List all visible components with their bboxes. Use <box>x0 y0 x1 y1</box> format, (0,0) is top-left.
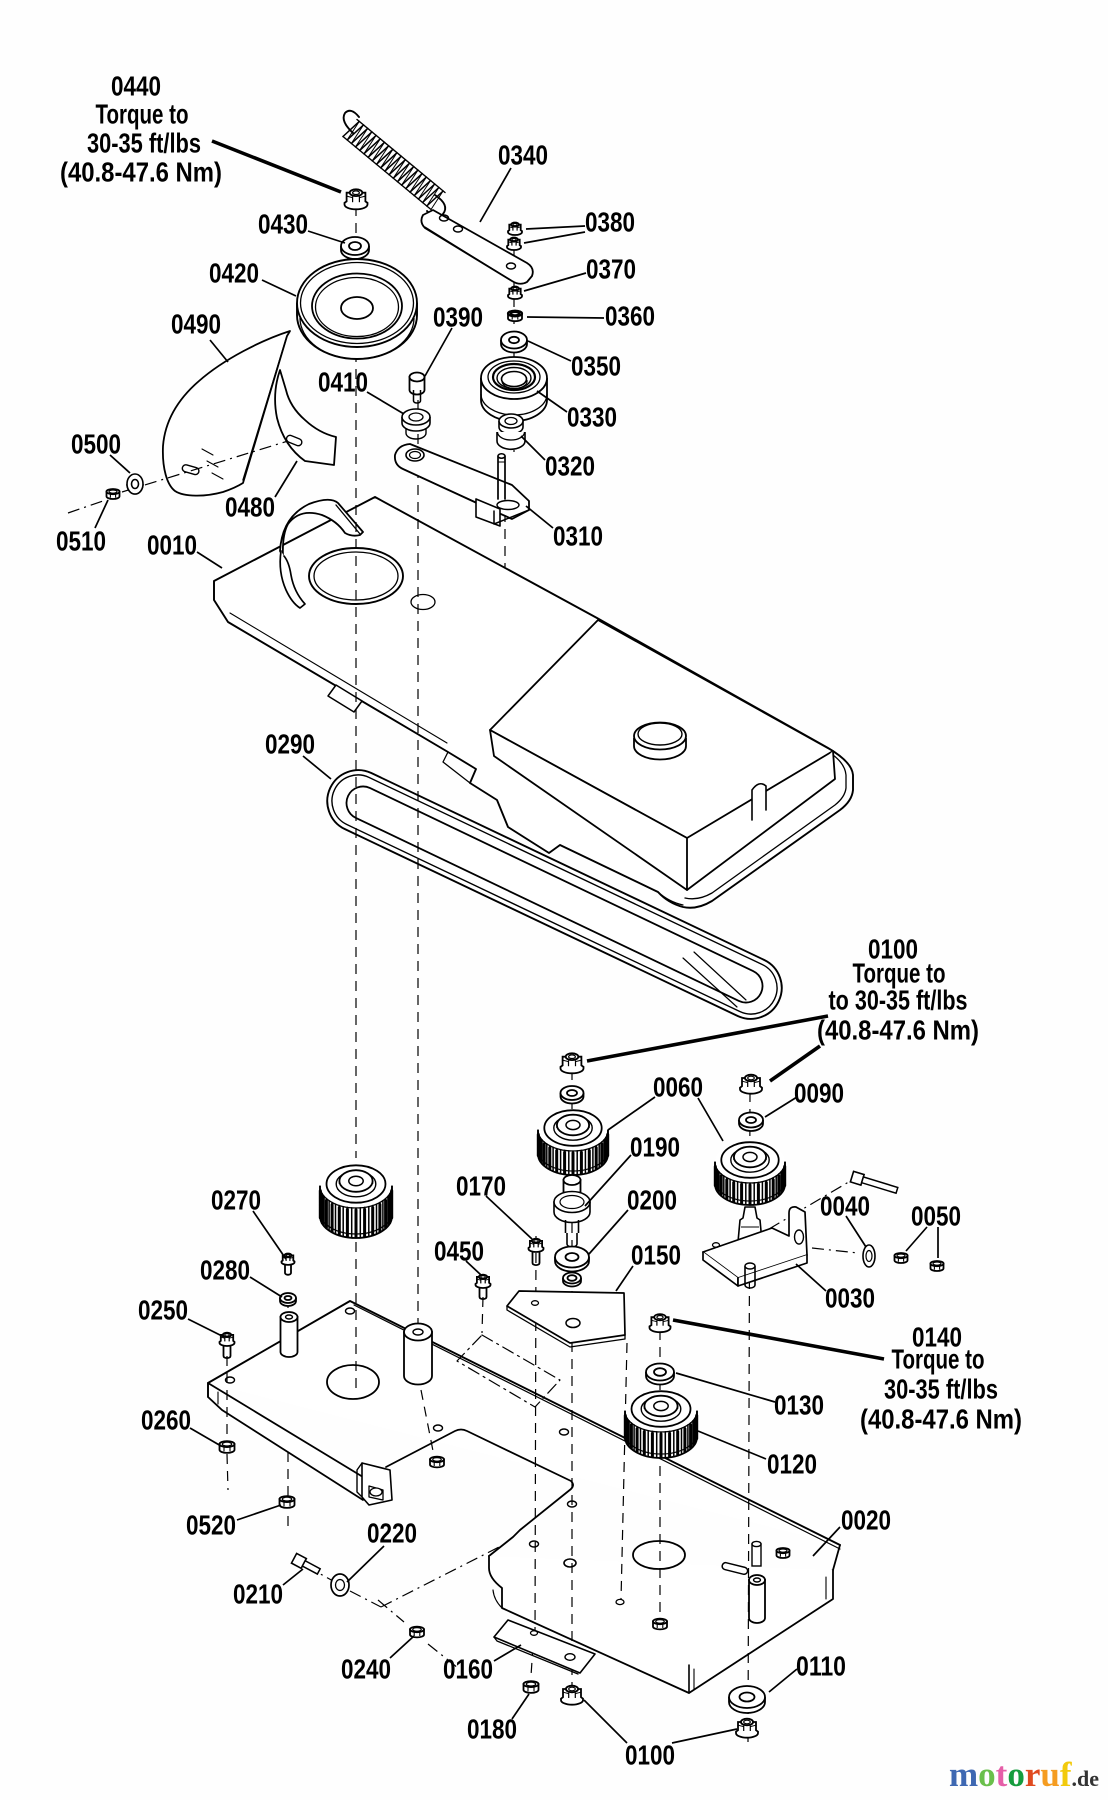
svg-text:0170: 0170 <box>456 1171 506 1202</box>
svg-text:0140: 0140 <box>912 1322 962 1353</box>
svg-text:0280: 0280 <box>200 1255 250 1286</box>
svg-text:0200: 0200 <box>627 1185 677 1216</box>
svg-text:0370: 0370 <box>586 254 636 285</box>
svg-text:0390: 0390 <box>433 302 483 333</box>
svg-text:0030: 0030 <box>825 1283 875 1314</box>
svg-text:Torque to: Torque to <box>853 958 946 989</box>
svg-text:0110: 0110 <box>796 1651 846 1682</box>
svg-text:0520: 0520 <box>186 1510 236 1541</box>
svg-text:0360: 0360 <box>605 301 655 332</box>
svg-text:0060: 0060 <box>653 1072 703 1103</box>
svg-text:0150: 0150 <box>631 1240 681 1271</box>
svg-text:0100: 0100 <box>868 934 918 965</box>
svg-text:0130: 0130 <box>774 1390 824 1421</box>
svg-text:0240: 0240 <box>341 1654 391 1685</box>
svg-text:0420: 0420 <box>209 258 259 289</box>
svg-text:0290: 0290 <box>265 729 315 760</box>
svg-text:0160: 0160 <box>443 1654 493 1685</box>
svg-text:to 30-35 ft/lbs: to 30-35 ft/lbs <box>829 985 968 1016</box>
svg-text:0330: 0330 <box>567 402 617 433</box>
svg-text:30-35 ft/lbs: 30-35 ft/lbs <box>884 1374 998 1405</box>
svg-text:(40.8-47.6 Nm): (40.8-47.6 Nm) <box>860 1404 1022 1435</box>
svg-text:0430: 0430 <box>258 209 308 240</box>
svg-text:Torque to: Torque to <box>96 99 189 130</box>
svg-text:0440: 0440 <box>111 71 161 102</box>
svg-text:0040: 0040 <box>820 1191 870 1222</box>
svg-text:0210: 0210 <box>233 1579 283 1610</box>
svg-text:0090: 0090 <box>794 1078 844 1109</box>
svg-text:0190: 0190 <box>630 1132 680 1163</box>
svg-text:0380: 0380 <box>585 207 635 238</box>
svg-text:0340: 0340 <box>498 140 548 171</box>
svg-text:motoruf.de: motoruf.de <box>949 1755 1099 1794</box>
svg-text:0350: 0350 <box>571 351 621 382</box>
svg-text:30-35 ft/lbs: 30-35 ft/lbs <box>87 128 201 159</box>
svg-text:0500: 0500 <box>71 429 121 460</box>
svg-text:0180: 0180 <box>467 1714 517 1745</box>
svg-text:0320: 0320 <box>545 451 595 482</box>
svg-text:0100: 0100 <box>625 1740 675 1771</box>
svg-text:(40.8-47.6 Nm): (40.8-47.6 Nm) <box>60 157 222 188</box>
svg-text:0120: 0120 <box>767 1449 817 1480</box>
svg-text:0250: 0250 <box>138 1295 188 1326</box>
svg-text:0220: 0220 <box>367 1518 417 1549</box>
svg-text:0480: 0480 <box>225 492 275 523</box>
svg-text:0050: 0050 <box>911 1201 961 1232</box>
svg-text:0020: 0020 <box>841 1505 891 1536</box>
svg-text:(40.8-47.6 Nm): (40.8-47.6 Nm) <box>817 1015 979 1046</box>
svg-text:0490: 0490 <box>171 309 221 340</box>
svg-text:Torque to: Torque to <box>892 1344 985 1375</box>
svg-text:0510: 0510 <box>56 526 106 557</box>
svg-text:0410: 0410 <box>318 367 368 398</box>
svg-text:0450: 0450 <box>434 1236 484 1267</box>
svg-text:0010: 0010 <box>147 530 197 561</box>
svg-text:0310: 0310 <box>553 521 603 552</box>
svg-text:0270: 0270 <box>211 1185 261 1216</box>
svg-text:0260: 0260 <box>141 1405 191 1436</box>
